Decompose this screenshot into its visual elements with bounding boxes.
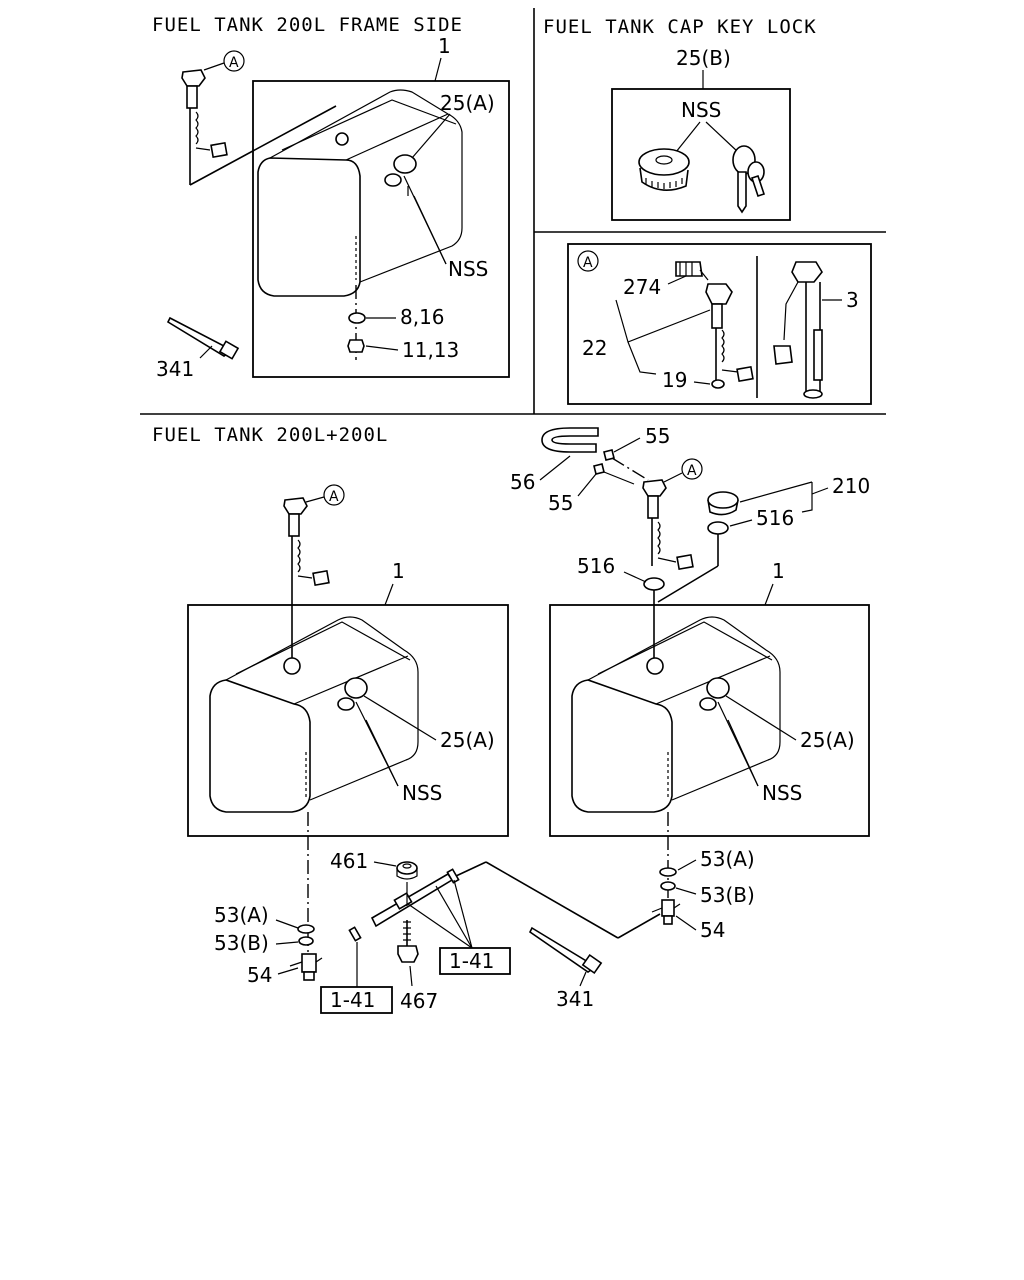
marker-a-label: A	[229, 55, 239, 71]
tank-strap-341-lower	[528, 926, 603, 975]
label-nss-frame-side: NSS	[448, 257, 488, 281]
packing-516-lower	[643, 577, 665, 591]
fuel-gauge-unit-3	[773, 261, 823, 399]
hose-56	[541, 427, 599, 453]
cap-key-box	[611, 88, 791, 221]
label-53b-left: 53(B)	[214, 931, 269, 955]
packing-53a-right	[659, 867, 677, 877]
label-56: 56	[510, 470, 535, 494]
lockable-fuel-cap	[638, 148, 690, 191]
tank-box-left	[187, 604, 509, 837]
clip-55-lower	[593, 463, 605, 475]
fuel-gauge-assembly-tank-left: A	[283, 484, 345, 660]
label-tank-1-left: 1	[392, 559, 405, 583]
bolt-11-13	[347, 339, 365, 353]
label-8-16: 8,16	[400, 305, 445, 329]
gauge-fitting-detail	[675, 261, 754, 389]
label-nss-cap-key: NSS	[681, 98, 721, 122]
marker-a-tank-right: A	[687, 463, 697, 479]
packing-53b-left	[298, 936, 314, 946]
marker-a-detail: A	[583, 255, 593, 271]
label-516-upper: 516	[756, 506, 794, 530]
label-55-lower: 55	[548, 491, 573, 515]
packing-53b-right	[660, 881, 676, 891]
crossover-pipe	[348, 868, 460, 942]
section-title-cap-key-lock: FUEL TANK CAP KEY LOCK	[543, 16, 817, 38]
label-467: 467	[400, 989, 438, 1013]
fuel-gauge-assembly-left: A	[181, 50, 337, 186]
fuel-tank-frame-side	[257, 89, 463, 297]
seal-210	[707, 491, 739, 516]
washer-8-16	[348, 312, 366, 324]
label-25a-tank-left: 25(A)	[440, 728, 495, 752]
label-54-left: 54	[247, 963, 272, 987]
detail-a-box	[567, 243, 872, 405]
label-274: 274	[623, 275, 661, 299]
label-tank-1-right: 1	[772, 559, 785, 583]
tank-box-frame-side	[252, 80, 510, 378]
section-title-double-tank: FUEL TANK 200L+200L	[152, 424, 388, 446]
bolt-467	[397, 882, 419, 963]
label-11-13: 11,13	[402, 338, 459, 362]
tank-strap-341-frame-side: 341	[156, 316, 240, 381]
label-25a-frame-side: 25(A)	[440, 91, 495, 115]
tank-box-right	[549, 604, 870, 837]
label-3: 3	[846, 288, 859, 312]
label-nss-tank-left: NSS	[402, 781, 442, 805]
label-53a-left: 53(A)	[214, 903, 269, 927]
fuel-tank-right	[571, 616, 781, 813]
drain-plug-54-left	[289, 953, 323, 981]
nut-461	[396, 861, 418, 880]
clip-55-upper	[603, 449, 615, 461]
ref-label-1-41-left: 1-41	[330, 988, 375, 1012]
label-53a-right: 53(A)	[700, 847, 755, 871]
label-461: 461	[330, 849, 368, 873]
marker-a-tank-left: A	[329, 489, 339, 505]
label-341-lower: 341	[556, 987, 594, 1011]
label-55-upper: 55	[645, 424, 670, 448]
fuel-tank-left	[209, 616, 419, 813]
drain-plug-54-right	[651, 899, 681, 925]
ref-box-1-41-right	[439, 947, 511, 975]
label-nss-tank-right: NSS	[762, 781, 802, 805]
label-22: 22	[582, 336, 607, 360]
packing-516-upper	[707, 521, 729, 535]
label-516-lower: 516	[577, 554, 615, 578]
ref-label-1-41-right: 1-41	[449, 949, 494, 973]
fuel-gauge-assembly-tank-right: A	[642, 458, 703, 571]
label-210: 210	[832, 474, 870, 498]
label-tank-1-frame-side: 1	[438, 34, 451, 58]
label-53b-right: 53(B)	[700, 883, 755, 907]
packing-53a-left	[297, 924, 315, 934]
label-341-frame-side: 341	[156, 357, 194, 381]
label-54-right: 54	[700, 918, 725, 942]
label-25a-tank-right: 25(A)	[800, 728, 855, 752]
section-title-frame-side: FUEL TANK 200L FRAME SIDE	[152, 14, 463, 36]
label-25b: 25(B)	[676, 46, 731, 70]
label-19: 19	[662, 368, 687, 392]
cap-keys	[732, 145, 766, 214]
